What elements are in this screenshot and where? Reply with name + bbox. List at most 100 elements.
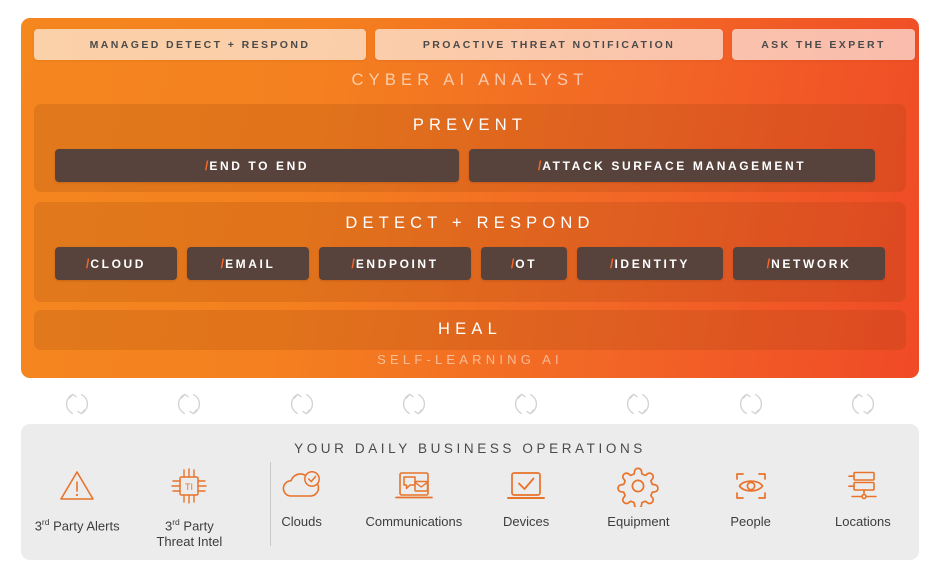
chip-attack-surface-management[interactable]: / ATTACK SURFACE MANAGEMENT [469, 149, 875, 182]
daily-business-operations-panel: YOUR DAILY BUSINESS OPERATIONS 3rd Party… [21, 424, 919, 560]
panel-prevent-chip-row: / END TO END / ATTACK SURFACE MANAGEMENT [34, 149, 906, 182]
cycle-arrows-icon [290, 393, 313, 415]
services-row: MANAGED DETECT + RESPOND PROACTIVE THREA… [34, 29, 915, 60]
chip-label: OT [515, 256, 538, 271]
icon-slot [390, 464, 438, 508]
slash-prefix: / [220, 256, 225, 271]
operations-title: YOUR DAILY BUSINESS OPERATIONS [294, 441, 646, 456]
icon-slot [57, 464, 97, 508]
panel-detect-respond: DETECT + RESPOND / CLOUD / EMAIL / ENDPO… [34, 202, 906, 302]
cyber-ai-hero-panel: MANAGED DETECT + RESPOND PROACTIVE THREA… [21, 18, 919, 378]
cycle-cell [695, 384, 807, 424]
cycle-cell [582, 384, 694, 424]
operations-item-people[interactable]: People [695, 464, 807, 530]
icon-slot [503, 464, 549, 508]
chip-end-to-end[interactable]: / END TO END [55, 149, 459, 182]
operations-item-label: 3rd Party Alerts [35, 514, 120, 534]
slash-prefix: / [510, 256, 515, 271]
chip-email[interactable]: / EMAIL [187, 247, 309, 280]
label-line2: Threat Intel [156, 534, 223, 550]
slash-prefix: / [204, 158, 209, 173]
panel-detect-respond-title: DETECT + RESPOND [345, 214, 595, 232]
operations-item-label: Clouds [281, 514, 322, 529]
operations-divider [270, 462, 271, 546]
label-suffix: Party Alerts [49, 518, 120, 534]
service-button-proactive-threat-notification[interactable]: PROACTIVE THREAT NOTIFICATION [375, 29, 723, 60]
slash-prefix: / [610, 256, 614, 271]
cycle-cell [133, 384, 245, 424]
chip-label: NETWORK [771, 256, 852, 271]
service-label: PROACTIVE THREAT NOTIFICATION [422, 38, 676, 51]
icon-slot [729, 464, 773, 508]
operations-item-clouds[interactable]: Clouds [246, 464, 358, 530]
operations-item-third-party-alerts[interactable]: 3rd Party Alerts [21, 464, 133, 534]
label-prefix: 3 [34, 518, 42, 534]
icon-slot: TI [167, 464, 211, 508]
cloud-check-icon [282, 471, 320, 497]
operations-items: 3rd Party Alerts [21, 464, 919, 560]
cycle-cell [358, 384, 470, 424]
cycle-cell [246, 384, 358, 424]
operations-item-devices[interactable]: Devices [470, 464, 582, 530]
self-learning-ai-label: SELF-LEARNING AI [377, 352, 563, 367]
operations-item-third-party-threat-intel[interactable]: TI 3rd Party Threat Intel [133, 464, 245, 550]
operations-item-equipment[interactable]: Equipment [582, 464, 694, 530]
svg-text:TI: TI [185, 482, 193, 492]
operations-item-label: 3rd Party Threat Intel [156, 514, 222, 550]
operations-item-communications[interactable]: Communications [358, 464, 470, 530]
warning-triangle-icon [60, 471, 94, 500]
label-superscript: rd [41, 517, 50, 527]
service-label: ASK THE EXPERT [761, 38, 886, 51]
chip-cloud[interactable]: / CLOUD [55, 247, 177, 280]
cycle-arrows-row [21, 384, 919, 424]
chip-network[interactable]: / NETWORK [733, 247, 885, 280]
chip-label: IDENTITY [614, 256, 690, 271]
chip-label: ENDPOINT [355, 256, 439, 271]
service-label: MANAGED DETECT + RESPOND [89, 38, 311, 51]
operations-item-label: Equipment [607, 514, 670, 529]
panel-prevent: PREVENT / END TO END / ATTACK SURFACE MA… [34, 104, 906, 192]
server-stack-icon [848, 471, 877, 500]
cycle-arrows-icon [627, 393, 650, 415]
operations-item-label: Locations [835, 514, 891, 529]
service-button-managed-detect-respond[interactable]: MANAGED DETECT + RESPOND [34, 29, 366, 60]
service-button-ask-the-expert[interactable]: ASK THE EXPERT [732, 29, 915, 60]
cycle-arrows-icon [851, 393, 874, 415]
chip-label: EMAIL [225, 256, 276, 271]
label-suffix: Party [179, 518, 214, 534]
chip-label: END TO END [209, 158, 310, 173]
gear-icon [617, 467, 660, 507]
monitor-chat-mail-icon [394, 472, 433, 499]
eye-scan-icon [735, 473, 766, 499]
chip-label: ATTACK SURFACE MANAGEMENT [542, 158, 807, 173]
cycle-cell [21, 384, 133, 424]
panel-detect-chip-row: / CLOUD / EMAIL / ENDPOINT / OT / IDEN [34, 247, 906, 280]
chip-endpoint[interactable]: / ENDPOINT [319, 247, 471, 280]
slash-prefix: / [351, 256, 355, 271]
cycle-cell [807, 384, 919, 424]
chip-label: CLOUD [90, 256, 147, 271]
icon-slot [278, 464, 326, 508]
cycle-arrows-icon [515, 393, 538, 415]
label-prefix: 3 [164, 518, 173, 534]
chip-identity[interactable]: / IDENTITY [577, 247, 723, 280]
operations-item-locations[interactable]: Locations [807, 464, 919, 530]
operations-item-label: Communications [365, 514, 463, 529]
chip-ot[interactable]: / OT [481, 247, 567, 280]
cycle-arrows-icon [739, 393, 762, 415]
panel-heal-title: HEAL [438, 320, 502, 338]
label-superscript: rd [172, 517, 180, 527]
panel-heal: HEAL [34, 310, 906, 350]
slash-prefix: / [537, 158, 542, 173]
panel-prevent-title: PREVENT [412, 116, 528, 134]
operations-item-label: People [730, 514, 771, 529]
cycle-arrows-icon [66, 393, 89, 415]
icon-slot [616, 464, 660, 508]
slash-prefix: / [85, 256, 90, 271]
laptop-check-icon [507, 472, 546, 499]
icon-slot [841, 464, 885, 508]
cyber-ai-analyst-label: CYBER AI ANALYST [351, 71, 589, 89]
operations-item-label: Devices [503, 514, 550, 529]
cycle-cell [470, 384, 582, 424]
